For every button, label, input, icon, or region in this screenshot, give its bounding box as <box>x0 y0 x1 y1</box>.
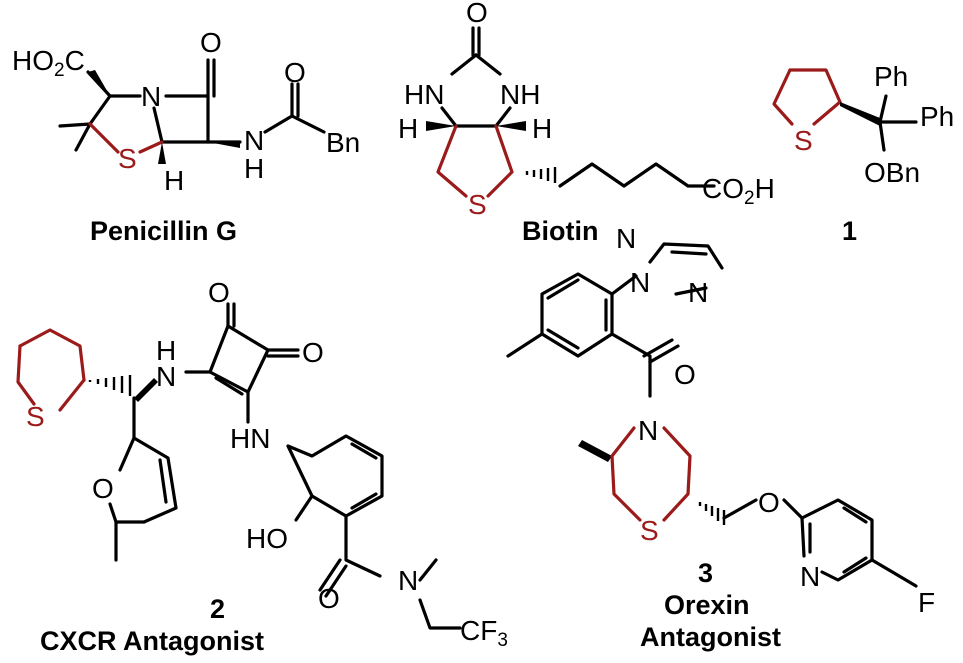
penicillin-h-label: H <box>164 165 184 196</box>
compound-2-caption: CXCR Antagonist <box>40 626 264 656</box>
compound-2-amide-o-label: O <box>318 583 340 614</box>
compound-3-structure: N N N O N S O N F 3 Orexin Antagonist <box>506 223 935 652</box>
penicillin-sulfur-label: S <box>118 143 137 174</box>
compound-2-o2-label: O <box>302 337 324 368</box>
penicillin-bn-label: Bn <box>326 127 360 158</box>
biotin-hn-label: HN <box>404 79 444 110</box>
compound-3-tz-n3-label: N <box>688 277 708 308</box>
compound-3-sulfur-label: S <box>640 515 659 546</box>
compound-1-sulfur-label: S <box>794 125 813 156</box>
compound-3-ether-o-label: O <box>758 487 780 518</box>
compound-2-nh-h-label: H <box>156 335 176 366</box>
compound-2-ho-label: HO <box>246 523 288 554</box>
compound-2-caption-number: 2 <box>210 594 225 624</box>
biotin-caption: Biotin <box>522 216 598 246</box>
biotin-urea-o-label: O <box>466 0 488 28</box>
penicillin-amide-o-label: O <box>284 57 306 88</box>
compound-3-tz-n1-label: N <box>616 223 636 254</box>
penicillin-nh-h-label: H <box>244 153 264 184</box>
compound-2-amide-n-label: N <box>398 565 418 596</box>
penicillin-nh-n-label: N <box>244 125 264 156</box>
compound-2-cf3-label: CF3 <box>460 615 508 651</box>
compound-1-caption: 1 <box>842 216 857 246</box>
biotin-h-right-label: H <box>532 113 552 144</box>
penicillin-g-structure: HO2C N O S H N H O Bn Penicillin G <box>12 27 360 246</box>
compound-2-sulfur-label: S <box>26 401 45 432</box>
penicillin-acid-label: HO2C <box>12 45 85 81</box>
biotin-structure: O HN NH H H S CO2H Biotin <box>398 0 775 246</box>
compound-3-tz-n2-label: N <box>630 267 650 298</box>
compound-2-o1-label: O <box>208 277 230 308</box>
compound-3-py-n-label: N <box>800 561 820 592</box>
compound-1-ph1-label: Ph <box>874 61 908 92</box>
compound-2-structure: H N O O HN O S HO O N CF3 2 CXCR Antagon… <box>16 277 508 656</box>
compound-3-carbonyl-o-label: O <box>674 359 696 390</box>
compound-3-n-ring-label: N <box>638 415 658 446</box>
penicillin-carbonyl-o-label: O <box>200 27 222 58</box>
compound-3-f-label: F <box>918 587 935 618</box>
biotin-nh-label: NH <box>500 79 540 110</box>
compound-2-hn-label: HN <box>230 423 270 454</box>
penicillin-n-label: N <box>141 81 161 112</box>
compound-3-caption-line1: Orexin <box>664 590 750 620</box>
compound-2-nh-n-label: N <box>156 361 176 392</box>
biotin-h-left-label: H <box>398 113 418 144</box>
penicillin-g-caption: Penicillin G <box>90 216 237 246</box>
compound-3-caption-line2: Antagonist <box>640 622 781 652</box>
compound-1-ph2-label: Ph <box>920 101 954 132</box>
compound-1-structure: Ph Ph S OBn 1 <box>772 61 954 246</box>
compound-3-caption-number: 3 <box>698 558 713 588</box>
compound-2-furan-o-label: O <box>92 473 114 504</box>
biotin-acid-label: CO2H <box>702 173 775 209</box>
compound-1-obn-label: OBn <box>864 157 920 188</box>
biotin-sulfur-label: S <box>468 189 487 220</box>
